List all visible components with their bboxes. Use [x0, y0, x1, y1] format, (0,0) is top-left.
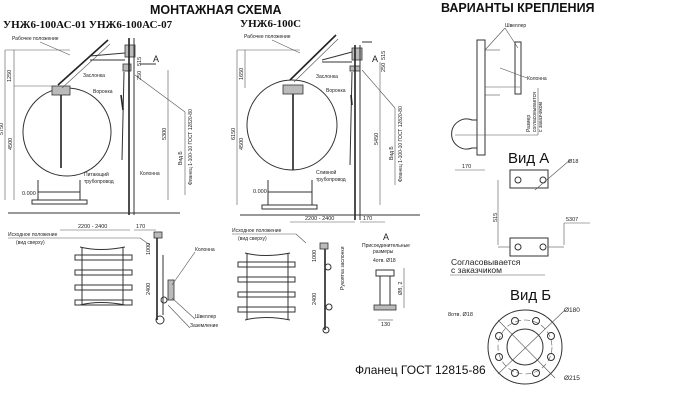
label-detail-holes: 4отв. Ø18: [373, 258, 396, 264]
dim-5750: 5750: [0, 123, 5, 135]
dim-2400: 2400: [146, 283, 152, 295]
label-holes-b: 8отв. Ø18: [448, 312, 473, 318]
label-column-mount: Колонна: [527, 76, 547, 82]
left-elevation-drawing: 1250 5750 4500 5300 515 250 0.000 2200 -…: [0, 36, 194, 231]
dim-detail-130: 130: [381, 322, 390, 328]
label-flange: Фланец 1-100-10 ГОСТ 12820-80: [188, 109, 194, 185]
arrow-a-label-mid: А: [372, 54, 378, 64]
mounting-variants: Швеллер Колонна Размер согласовывается с…: [355, 23, 590, 385]
dim-180: Ø180: [564, 307, 580, 314]
dim-2400-mid: 2400: [312, 293, 318, 305]
label-valve-mid: Заслонка: [316, 74, 338, 80]
dim-515-mount: 515: [493, 213, 499, 222]
dim-1650: 1650: [239, 68, 245, 80]
label-working-position-mid: Рабочее положение: [244, 34, 291, 40]
label-connection-2: размеры: [373, 249, 394, 255]
dim-5300: 5300: [162, 128, 168, 140]
dim-1000: 1000: [146, 243, 152, 255]
view-a-title: Вид А: [508, 150, 549, 167]
main-title: МОНТАЖНАЯ СХЕМА: [150, 3, 282, 17]
dim-6150: 6150: [231, 128, 237, 140]
view-a-plate-2: [509, 237, 549, 257]
flange-view: [487, 309, 566, 385]
dim-215: Ø215: [564, 375, 580, 382]
mid-elevation-drawing: 1650 6150 4500 5450 515 250 0.000 2200 -…: [231, 34, 420, 223]
dim-170: 170: [136, 224, 145, 230]
loading-arm-left: [57, 39, 109, 86]
dim-zero: 0.000: [22, 191, 36, 197]
label-column: Колонна: [140, 171, 160, 177]
dim-detail-d: Ø8, 2: [398, 282, 404, 295]
label-agree-2: с заказчиком: [451, 265, 502, 275]
dim-515-mid: 515: [381, 51, 387, 60]
label-channel-plan: Швеллер: [195, 314, 216, 320]
plan-view-left: Исходное положение (вид сверху) 1000 240…: [8, 231, 218, 329]
label-drain-pipe-1: Сливной: [316, 169, 337, 176]
label-grounding: Заземление: [190, 323, 218, 329]
dim-4500: 4500: [8, 138, 14, 150]
label-feed-pipe-1: Питающий: [84, 171, 109, 178]
label-top-view-mid: (вид сверху): [238, 236, 267, 242]
label-column-plan: Колонна: [195, 247, 215, 253]
dim-5450: 5450: [374, 133, 380, 145]
label-valve: Заслонка: [83, 73, 105, 79]
label-funnel: Воронка: [93, 89, 113, 95]
dim-hole-18: Ø18: [568, 159, 578, 165]
label-connection-1: Присоединительные: [362, 243, 410, 249]
dim-4500-mid: 4500: [239, 138, 245, 150]
dim-170-mid: 170: [363, 216, 372, 222]
arrow-a-label: А: [153, 54, 159, 64]
view-b-title: Вид Б: [510, 287, 551, 304]
label-top-view: (вид сверху): [16, 240, 45, 246]
tank-circle-mid: [246, 79, 338, 171]
dim-1250: 1250: [7, 70, 13, 82]
label-view-b: Вид Б: [178, 151, 184, 165]
label-size-note-1: Размер: [526, 115, 532, 132]
label-channel: Швеллер: [505, 23, 526, 29]
dim-515: 515: [137, 57, 143, 66]
dim-span: 2200 - 2400: [78, 224, 107, 230]
detail-a: А Присоединительные размеры 4отв. Ø18 Ø8…: [362, 232, 410, 328]
model-left-title: УНЖ6-100АС-01 УНЖ6-100АС-07: [3, 19, 173, 31]
pipe-knob: [451, 118, 477, 150]
dim-250-mid: 250: [381, 63, 387, 72]
label-initial-position-mid: Исходное положение: [232, 228, 282, 234]
label-size-note-2: согласовывается: [532, 92, 538, 132]
model-mid-title: УНЖ6-100С: [240, 18, 301, 30]
label-feed-pipe-2: трубопровод: [84, 179, 114, 185]
dim-5307: 5307: [566, 217, 578, 223]
plan-view-mid: Исходное положение (вид сверху) 1000 240…: [232, 228, 346, 334]
mounting-plate: [476, 39, 486, 156]
detail-a-title: А: [383, 232, 389, 242]
label-size-note-3: с заказчиком: [538, 101, 544, 132]
label-initial-position: Исходное положение: [8, 232, 58, 238]
label-flange-mid: Фланец 1-100-10 ГОСТ 12820-80: [398, 106, 404, 182]
flange-standard-label: Фланец ГОСТ 12815-86: [355, 363, 486, 377]
label-agree-1: Согласовывается: [451, 257, 521, 267]
tank-circle-left: [22, 87, 112, 177]
label-drain-pipe-2: трубопровод: [316, 177, 346, 183]
label-view-b-mid: Вид Б: [389, 146, 395, 160]
dim-170-mount: 170: [462, 164, 471, 170]
dim-250: 250: [137, 71, 143, 80]
label-funnel-mid: Воронка: [326, 88, 346, 94]
loading-arm-mid: [289, 34, 337, 81]
dim-zero-mid: 0.000: [253, 189, 267, 195]
dim-1000-mid: 1000: [312, 250, 318, 262]
label-valve-handle: Рукоятка заслонки: [340, 246, 346, 290]
mounting-title: ВАРИАНТЫ КРЕПЛЕНИЯ: [441, 1, 595, 15]
label-working-position: Рабочее положение: [12, 36, 59, 42]
dim-span-mid: 2200 - 2400: [305, 216, 334, 222]
